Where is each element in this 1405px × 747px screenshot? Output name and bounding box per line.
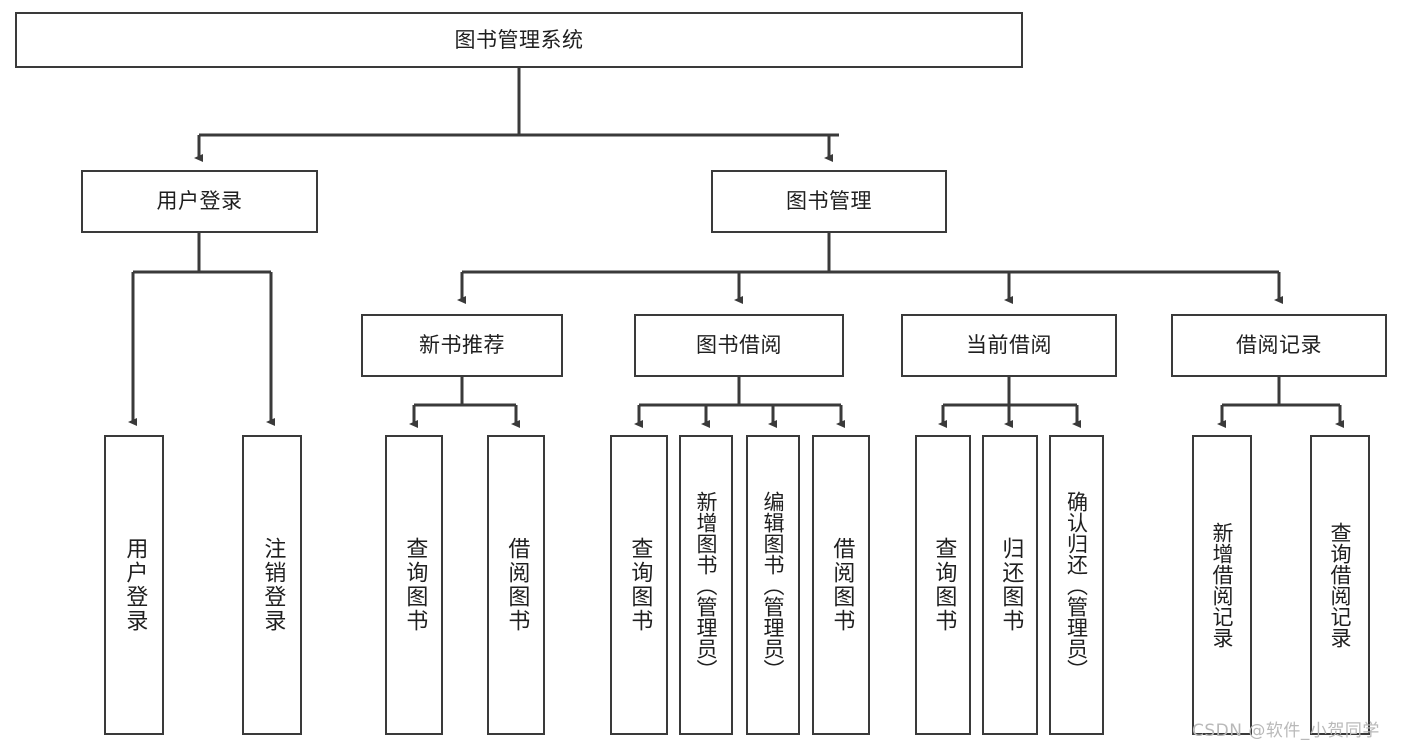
node-book-borrow[interactable]: 图书借阅	[634, 314, 844, 377]
node-label: 查询借阅记录	[1328, 522, 1353, 648]
node-book-management[interactable]: 图书管理	[711, 170, 947, 233]
node-label: 图书管理	[786, 189, 872, 214]
leaf-add-borrow-record[interactable]: 新增借阅记录	[1192, 435, 1252, 735]
node-label: 新增图书（管理员）	[694, 490, 719, 680]
node-label: 查询图书	[627, 537, 653, 633]
leaf-borrow-book[interactable]: 借阅图书	[812, 435, 870, 735]
node-label: 归还图书	[998, 537, 1024, 633]
node-label: 借阅记录	[1236, 333, 1322, 358]
node-label: 当前借阅	[966, 333, 1052, 358]
node-label: 查询图书	[931, 537, 957, 633]
node-label: 新书推荐	[419, 333, 505, 358]
node-label: 图书管理系统	[454, 27, 584, 52]
leaf-borrow-book-recommend[interactable]: 借阅图书	[487, 435, 545, 735]
csdn-watermark: CSDN @软件_小贺同学	[1192, 721, 1380, 741]
node-label: 用户登录	[122, 537, 148, 633]
node-label: 图书借阅	[696, 333, 782, 358]
node-label: 借阅图书	[504, 537, 530, 633]
leaf-query-book-borrow[interactable]: 查询图书	[610, 435, 668, 735]
node-new-book-recommend[interactable]: 新书推荐	[361, 314, 563, 377]
node-label: 确认归还（管理员）	[1064, 490, 1089, 680]
node-root-book-management-system[interactable]: 图书管理系统	[15, 12, 1023, 68]
leaf-logout[interactable]: 注销登录	[242, 435, 302, 735]
leaf-return-book[interactable]: 归还图书	[982, 435, 1038, 735]
node-label: 编辑图书（管理员）	[761, 490, 786, 680]
node-label: 新增借阅记录	[1210, 522, 1235, 648]
node-label: 借阅图书	[829, 537, 855, 633]
leaf-query-book-current[interactable]: 查询图书	[915, 435, 971, 735]
leaf-user-login[interactable]: 用户登录	[104, 435, 164, 735]
leaf-query-borrow-record[interactable]: 查询借阅记录	[1310, 435, 1370, 735]
leaf-confirm-return-admin[interactable]: 确认归还（管理员）	[1049, 435, 1104, 735]
node-borrow-record[interactable]: 借阅记录	[1171, 314, 1387, 377]
leaf-query-book-recommend[interactable]: 查询图书	[385, 435, 443, 735]
node-user-login[interactable]: 用户登录	[81, 170, 318, 233]
node-label: 用户登录	[156, 189, 243, 214]
leaf-edit-book-admin[interactable]: 编辑图书（管理员）	[746, 435, 800, 735]
node-label: 查询图书	[402, 537, 428, 633]
node-label: 注销登录	[260, 537, 286, 633]
leaf-add-book-admin[interactable]: 新增图书（管理员）	[679, 435, 733, 735]
node-current-borrow[interactable]: 当前借阅	[901, 314, 1117, 377]
